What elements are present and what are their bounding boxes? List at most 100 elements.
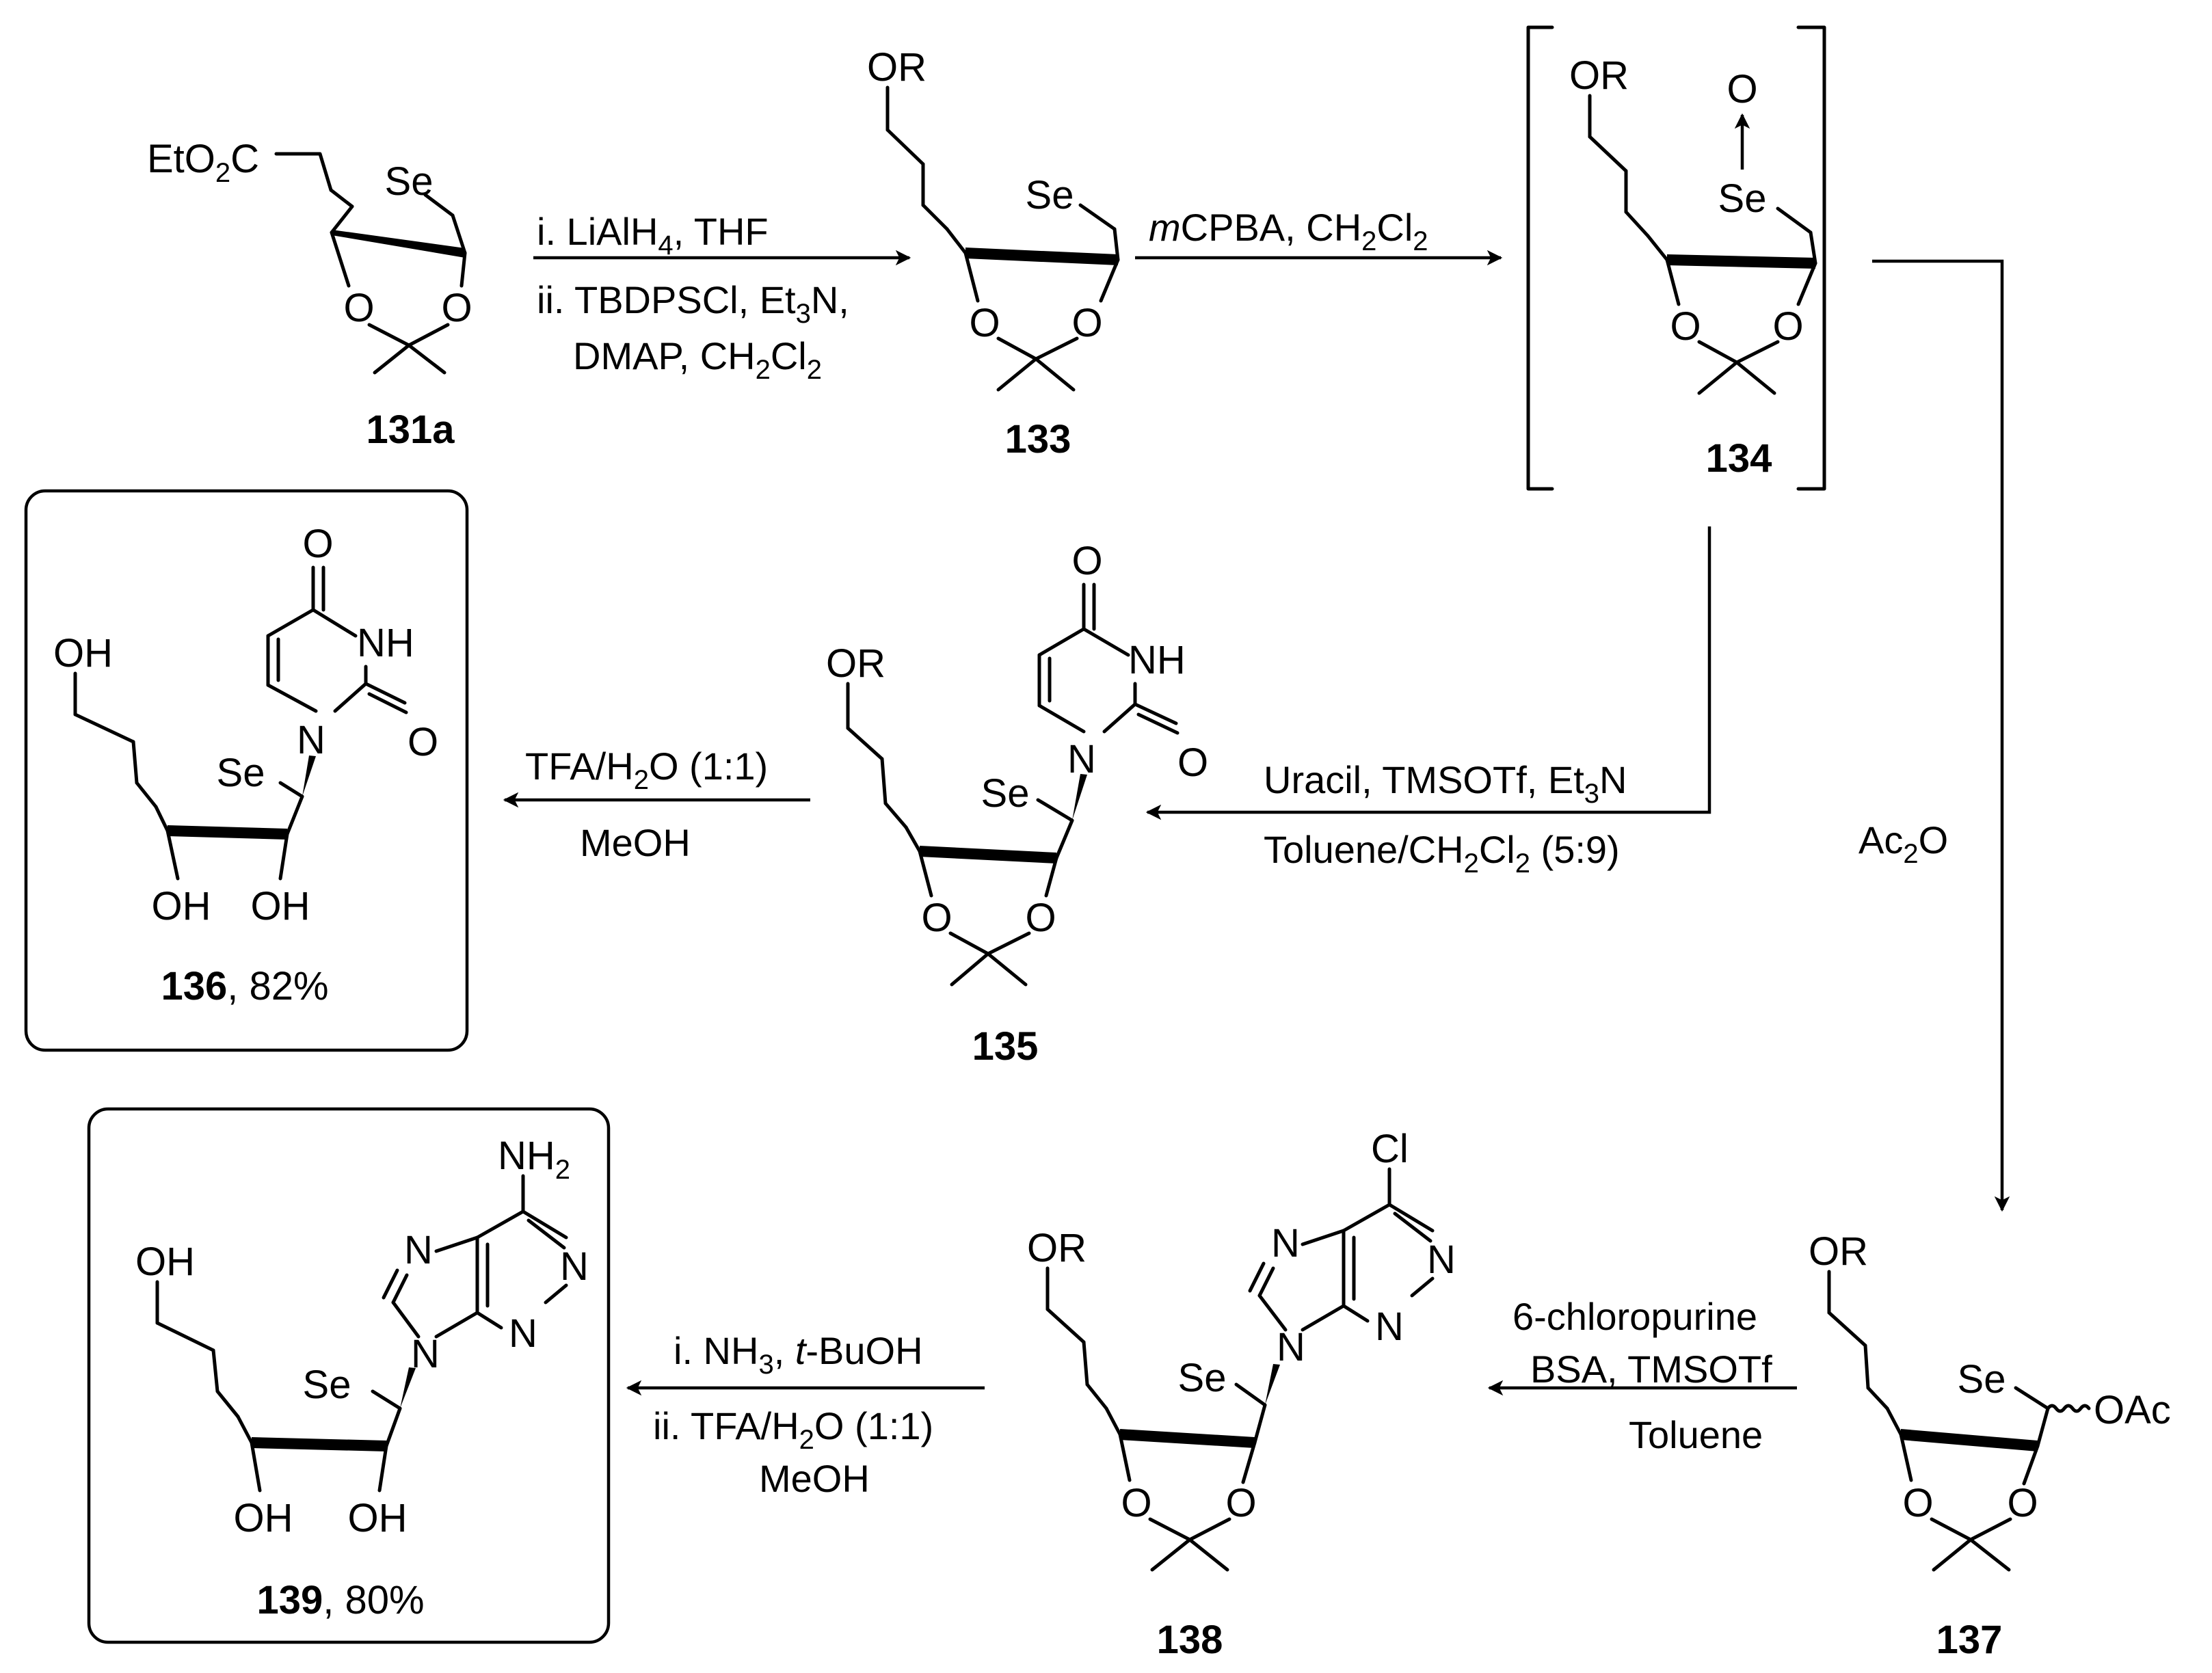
conditions-step7: i. NH3, t-BuOH ii. TFA/H2O (1:1) MeOH: [653, 1329, 933, 1500]
svg-text:MeOH: MeOH: [580, 821, 691, 864]
sugar-bonds: [1827, 1270, 2050, 1572]
selenium-atom: Se: [1718, 176, 1767, 221]
wedge-bond: [400, 1367, 416, 1408]
reaction-arrow-step5: [1872, 259, 2010, 1212]
bold-bond: [168, 825, 287, 840]
compound-label: 134: [1706, 436, 1772, 481]
hydroxyl: OH: [251, 884, 310, 928]
or-substituent: OR: [1027, 1226, 1087, 1270]
svg-text:i. NH3, t-BuOH: i. NH3, t-BuOH: [674, 1329, 923, 1380]
ring-oxygen: O: [921, 896, 952, 940]
svg-text:6-chloropurine: 6-chloropurine: [1513, 1295, 1757, 1338]
selenium-atom: Se: [1026, 173, 1074, 217]
wedge-bond: [302, 755, 316, 797]
hydroxyl: OH: [234, 1496, 293, 1540]
purine-bonds: [382, 1174, 568, 1339]
svg-text:Toluene: Toluene: [1629, 1413, 1763, 1456]
conditions-step1: i. LiAlH4, THF ii. TBDPSCl, Et3N, DMAP, …: [537, 210, 849, 385]
uracil-bonds: [266, 565, 408, 714]
svg-text:i. LiAlH4, THF: i. LiAlH4, THF: [537, 210, 769, 260]
sugar-bonds: [73, 671, 304, 881]
wavy-bond: [2046, 1404, 2091, 1413]
base-nh: NH: [357, 621, 414, 665]
wedge-bond: [1265, 1364, 1280, 1405]
bold-bond: [332, 230, 465, 258]
conditions-step4: TFA/H2O (1:1) MeOH: [525, 745, 768, 864]
conditions-step5: Ac2O: [1858, 818, 1948, 869]
selenium-atom: Se: [217, 751, 265, 795]
compound-135: OR O NH O N Se O O 135: [826, 539, 1208, 1069]
selenium-atom: Se: [1958, 1357, 2006, 1402]
sugar-bonds: [1045, 1266, 1267, 1572]
ring-bonds: [1588, 94, 1817, 395]
hydroxyl: OH: [348, 1496, 408, 1540]
compound-label: 131a: [366, 407, 455, 452]
uracil-bonds: [1037, 583, 1180, 735]
purine-bonds: [1248, 1167, 1435, 1332]
bold-bond: [252, 1437, 386, 1451]
anomeric-oac: OAc: [2094, 1388, 2171, 1432]
compound-139: OH NH2 N N N N Se OH OH 139, 80%: [87, 1107, 611, 1644]
compound-label: 137: [1936, 1618, 2003, 1662]
svg-text:Toluene/CH2Cl2 (5:9): Toluene/CH2Cl2 (5:9): [1264, 828, 1620, 879]
svg-text:ii. TFA/H2O (1:1): ii. TFA/H2O (1:1): [653, 1404, 933, 1455]
bold-bond: [965, 247, 1118, 265]
compound-137: OR Se OAc O O 137: [1809, 1229, 2171, 1662]
compound-label: 139, 80%: [256, 1578, 424, 1622]
base-oxygen-top: O: [1071, 539, 1102, 583]
selenium-atom: Se: [1178, 1356, 1227, 1400]
purine-n7: N: [1271, 1221, 1300, 1266]
right-bracket: [1796, 25, 1826, 491]
ester-substituent: EtO2C: [147, 137, 259, 188]
compound-136: OH O NH O N Se OH OH 136, 82%: [24, 489, 469, 1052]
base-oxygen-right: O: [1177, 740, 1208, 785]
product-box: [87, 1107, 611, 1644]
svg-text:BSA, TMSOTf: BSA, TMSOTf: [1530, 1348, 1772, 1391]
ring-oxygen: O: [1902, 1481, 1933, 1525]
ring-oxygen: O: [1772, 304, 1803, 349]
bold-bond: [920, 846, 1056, 864]
conditions-step3: Uracil, TMSOTf, Et3N Toluene/CH2Cl2 (5:9…: [1264, 758, 1627, 879]
ring-oxygen: O: [441, 286, 472, 330]
conditions-step2: mCPBA, CH2Cl2: [1149, 206, 1428, 256]
oh-substituent: OH: [53, 631, 113, 675]
svg-text:Uracil, TMSOTf, Et3N: Uracil, TMSOTf, Et3N: [1264, 758, 1627, 809]
wedge-bond: [1072, 774, 1087, 820]
compound-138: OR Cl N N N N Se O O 138: [1027, 1127, 1456, 1662]
base-oxygen-top: O: [302, 522, 333, 566]
compound-label: 138: [1157, 1618, 1223, 1662]
svg-text:TFA/H2O (1:1): TFA/H2O (1:1): [525, 745, 768, 795]
compound-131a: EtO2C Se O O 131a: [147, 137, 472, 452]
ring-oxygen: O: [1225, 1481, 1256, 1525]
ring-oxygen: O: [343, 286, 374, 330]
or-substituent: OR: [867, 45, 927, 90]
compound-label: 136, 82%: [161, 964, 328, 1008]
oxide-oxygen: O: [1727, 67, 1757, 111]
purine-n3: N: [1375, 1304, 1404, 1349]
sugar-bonds: [155, 1280, 402, 1493]
purine-n3: N: [509, 1311, 537, 1356]
or-substituent: OR: [1569, 53, 1629, 98]
ring-oxygen: O: [2007, 1481, 2038, 1525]
selenium-atom: Se: [385, 159, 434, 204]
chlorine-atom: Cl: [1371, 1127, 1409, 1171]
base-n1: N: [297, 718, 325, 762]
left-bracket: [1526, 25, 1554, 491]
base-nh: NH: [1128, 638, 1186, 682]
compound-133: OR Se O O 133: [867, 45, 1120, 461]
ring-bonds: [885, 85, 1120, 392]
ring-bonds: [274, 152, 467, 375]
selenium-atom: Se: [303, 1363, 351, 1407]
base-oxygen-right: O: [408, 720, 438, 764]
or-substituent: OR: [826, 641, 885, 686]
reaction-arrow-step3: [1145, 526, 1711, 820]
ring-oxygen: O: [969, 301, 1000, 345]
bold-bond: [1120, 1429, 1255, 1448]
purine-n1: N: [1427, 1237, 1456, 1282]
ring-oxygen: O: [1121, 1481, 1151, 1525]
conditions-step6: 6-chloropurine BSA, TMSOTf Toluene: [1513, 1295, 1772, 1456]
purine-n1: N: [560, 1244, 589, 1289]
svg-text:ii. TBDPSCl, Et3N,: ii. TBDPSCl, Et3N,: [537, 278, 849, 329]
bold-bond: [1667, 254, 1815, 269]
